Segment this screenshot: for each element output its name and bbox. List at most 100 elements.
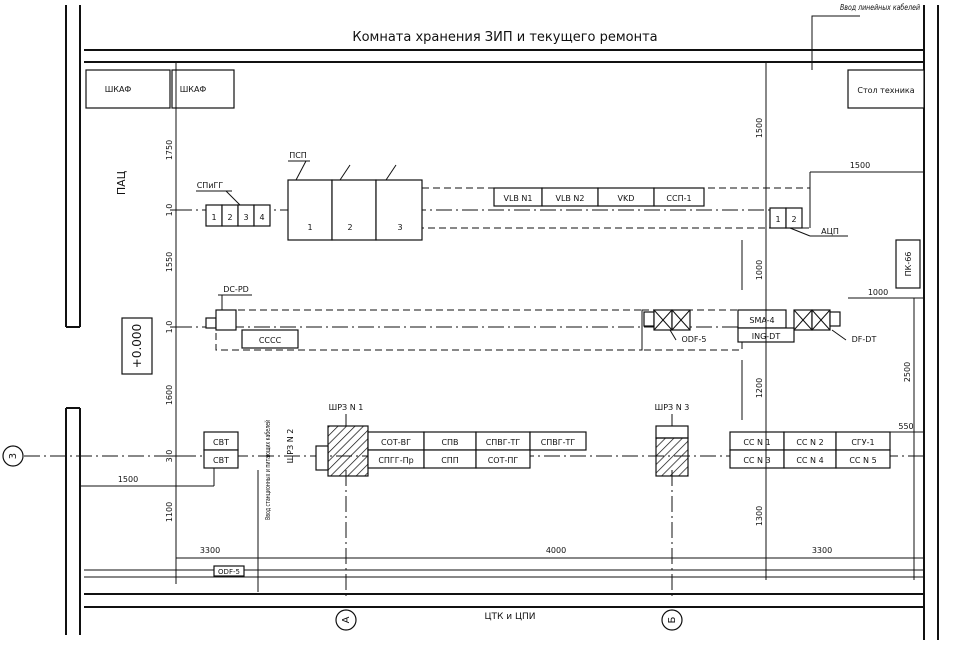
svg-text:1,0: 1,0 xyxy=(165,321,174,334)
svg-text:3300: 3300 xyxy=(812,546,832,555)
sma4-rack: SMA-4 ING-DT DF-DT xyxy=(737,309,877,344)
svg-text:АЦП: АЦП xyxy=(821,227,839,236)
svg-text:Ввод станционных и питающих ка: Ввод станционных и питающих кабелей xyxy=(264,420,272,520)
svg-text:ODF-5: ODF-5 xyxy=(681,335,706,344)
cabinet-left-2: ШКАФ xyxy=(171,69,235,109)
cccc-rack: CCCC xyxy=(241,329,299,349)
svg-text:2500: 2500 xyxy=(903,362,912,382)
room-title: Комната хранения ЗИП и текущего ремонта xyxy=(352,30,657,45)
svg-text:CC N 2: CC N 2 xyxy=(796,438,823,447)
svg-text:2: 2 xyxy=(227,213,232,222)
svg-text:1550: 1550 xyxy=(165,252,174,272)
svg-text:1600: 1600 xyxy=(165,385,174,405)
svg-text:СПВГ-ТГ: СПВГ-ТГ xyxy=(486,438,521,447)
svg-text:СОТ-ПГ: СОТ-ПГ xyxy=(488,456,519,465)
dimension-texts: 1750 1,0 1550 1,0 1600 3,0 1100 1500 100… xyxy=(118,118,914,555)
svg-text:2: 2 xyxy=(347,223,352,232)
svg-text:ШКАФ: ШКАФ xyxy=(180,85,207,94)
vlb-racks: VLB N1 VLB N2 VKD ССП-1 xyxy=(493,187,705,207)
svg-text:Ввод линейных кабелей: Ввод линейных кабелей xyxy=(840,3,920,12)
dc-pd: DC-PD xyxy=(205,285,252,331)
svg-text:1500: 1500 xyxy=(850,161,870,170)
svg-text:2: 2 xyxy=(791,215,796,224)
svg-text:СПВ: СПВ xyxy=(441,438,458,447)
walls xyxy=(65,5,939,640)
odf5-rack: ODF-5 xyxy=(643,309,707,344)
svg-text:СПиГГ: СПиГГ xyxy=(197,181,224,190)
linear-cable-entry: Ввод линейных кабелей xyxy=(811,3,920,70)
svg-text:А: А xyxy=(341,616,352,623)
pk66: ПК-66 xyxy=(895,239,921,289)
shrz3-cabinet: ШРЗ N 3 xyxy=(655,403,690,477)
psp-rack: ПСП 1 2 3 xyxy=(287,151,423,241)
svg-text:DF-DT: DF-DT xyxy=(852,335,877,344)
racks-b: CC N 1 CC N 2 СГУ-1 CC N 3 CC N 4 CC N 5 xyxy=(729,431,891,469)
svg-text:4000: 4000 xyxy=(546,546,566,555)
svg-text:SMA-4: SMA-4 xyxy=(749,316,774,325)
odf5-bottom: ODF-5 xyxy=(213,565,245,577)
svg-text:CBT: CBT xyxy=(213,456,229,465)
cbt-racks: CBT CBT xyxy=(203,431,239,469)
svg-text:1750: 1750 xyxy=(165,140,174,160)
svg-text:CC N 3: CC N 3 xyxy=(743,456,770,465)
svg-text:СПГГ-Пр: СПГГ-Пр xyxy=(378,456,413,465)
cabinet-left-1: ШКАФ xyxy=(85,69,171,109)
svg-text:1000: 1000 xyxy=(755,260,764,280)
shrz2-label: ШРЗ N 2 xyxy=(286,429,295,464)
svg-text:1300: 1300 xyxy=(755,506,764,526)
svg-text:3: 3 xyxy=(397,223,402,232)
axis-bubble-a: А xyxy=(335,609,357,631)
svg-text:+0.000: +0.000 xyxy=(130,324,144,368)
svg-text:VLB N2: VLB N2 xyxy=(555,194,584,203)
svg-text:СПП: СПП xyxy=(441,456,459,465)
svg-text:4: 4 xyxy=(259,213,264,222)
svg-text:1: 1 xyxy=(307,223,312,232)
pac-label: ПАЦ xyxy=(115,170,128,195)
svg-text:DC-PD: DC-PD xyxy=(223,285,249,294)
svg-text:1500: 1500 xyxy=(118,475,138,484)
svg-text:Б: Б xyxy=(667,616,678,623)
dimension-lines xyxy=(80,62,924,584)
svg-text:3: 3 xyxy=(243,213,248,222)
svg-text:1: 1 xyxy=(775,215,780,224)
svg-text:1: 1 xyxy=(211,213,216,222)
station-cable-entry: Ввод станционных и питающих кабелей xyxy=(257,420,272,592)
axis-lines xyxy=(24,209,924,600)
svg-text:1500: 1500 xyxy=(755,118,764,138)
svg-text:ПСП: ПСП xyxy=(289,151,307,160)
svg-text:СГУ-1: СГУ-1 xyxy=(851,438,874,447)
svg-text:3,0: 3,0 xyxy=(165,450,174,463)
svg-text:Стол техника: Стол техника xyxy=(857,86,914,95)
svg-text:ШРЗ N 1: ШРЗ N 1 xyxy=(329,403,364,412)
svg-text:3: 3 xyxy=(8,453,19,459)
svg-text:СПВГ-ТГ: СПВГ-ТГ xyxy=(541,438,576,447)
svg-text:CBT: CBT xyxy=(213,438,229,447)
svg-text:1200: 1200 xyxy=(755,378,764,398)
mid-row-outline xyxy=(215,309,743,351)
level-mark: +0.000 xyxy=(121,317,153,375)
svg-text:ШКАФ: ШКАФ xyxy=(105,85,132,94)
svg-text:ПК-66: ПК-66 xyxy=(904,252,913,277)
acp-rack: 1 2 АЦП xyxy=(769,207,848,237)
svg-text:ШРЗ N 3: ШРЗ N 3 xyxy=(655,403,690,412)
svg-text:VLB N1: VLB N1 xyxy=(503,194,532,203)
svg-text:СОТ-ВГ: СОТ-ВГ xyxy=(381,438,411,447)
svg-text:1,0: 1,0 xyxy=(165,204,174,217)
svg-text:550: 550 xyxy=(898,422,913,431)
racks-a: СОТ-ВГ СПВ СПВГ-ТГ СПВГ-ТГ СПГГ-Пр СПП С… xyxy=(367,431,587,469)
svg-text:CC N 5: CC N 5 xyxy=(849,456,876,465)
svg-text:VKD: VKD xyxy=(618,194,635,203)
svg-text:3300: 3300 xyxy=(200,546,220,555)
technician-table: Стол техника xyxy=(847,69,925,109)
axis-bubble-3: 3 xyxy=(2,445,24,467)
axis-bubble-b: Б xyxy=(661,609,683,631)
spgg-rack: СПиГГ 1 2 3 4 xyxy=(196,181,271,227)
bottom-room-label: ЦТК и ЦПИ xyxy=(485,612,536,622)
shrz1-cabinet: ШРЗ N 1 xyxy=(315,403,369,477)
svg-text:CC N 4: CC N 4 xyxy=(796,456,823,465)
svg-text:1000: 1000 xyxy=(868,288,888,297)
svg-text:CCCC: CCCC xyxy=(259,336,282,345)
svg-text:ODF-5: ODF-5 xyxy=(218,568,240,576)
svg-text:ССП-1: ССП-1 xyxy=(666,194,691,203)
